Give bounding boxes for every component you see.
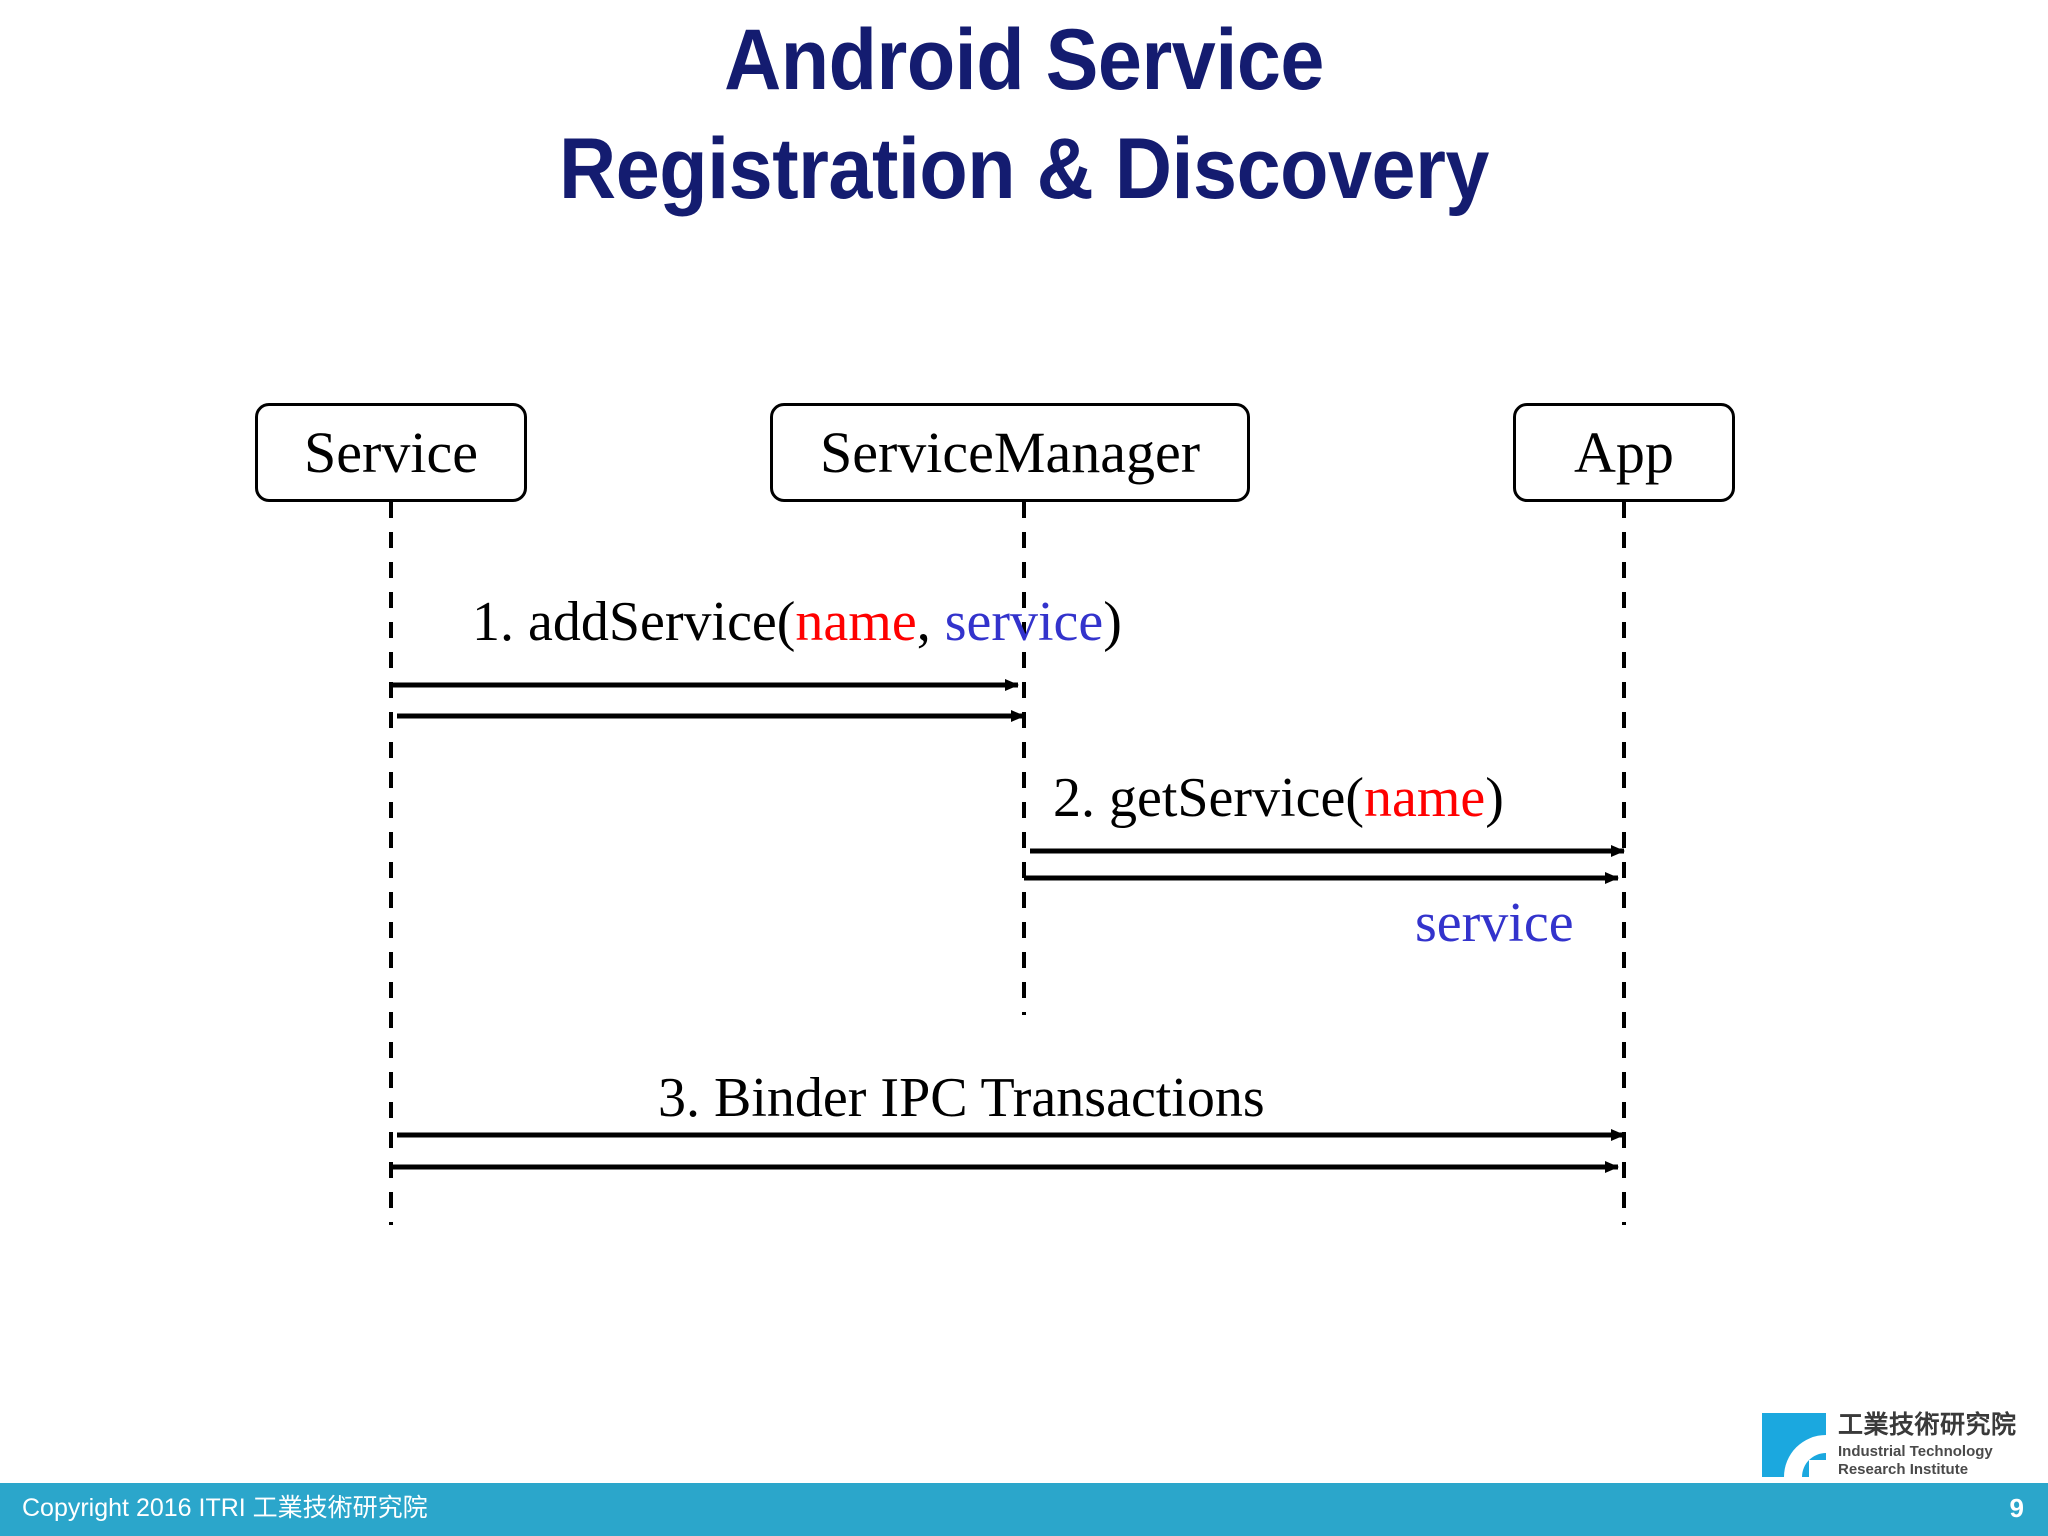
- itri-wordmark: 工業技術研究院 Industrial Technology Research I…: [1838, 1411, 2048, 1479]
- msg1-arg-name: name: [795, 591, 917, 653]
- msg1-prefix: 1. addService(: [472, 591, 796, 653]
- footer-bar: Copyright 2016 ITRI 工業技術研究院 9: [0, 1483, 2048, 1536]
- sequence-diagram-lines: [389, 502, 1626, 1225]
- participant-label-service: Service: [304, 419, 478, 485]
- page-title: Android Service Registration & Discovery: [559, 12, 1489, 218]
- participant-label-servicemanager: ServiceManager: [819, 419, 1201, 485]
- footer-copyright: Copyright 2016 ITRI 工業技術研究院: [22, 1494, 428, 1522]
- msg2-arg-name: name: [1363, 767, 1486, 829]
- message-caption-addservice: 1. addService(name, service): [472, 594, 1122, 650]
- participant-label-app: App: [1574, 419, 1674, 485]
- msg1-separator: ,: [916, 591, 945, 653]
- message-caption-binder-ipc: 3. Binder IPC Transactions: [658, 1067, 1265, 1129]
- itri-name-chinese: 工業技術研究院: [1838, 1410, 2017, 1439]
- message-caption-return-service: service: [1415, 892, 1574, 954]
- itri-logo-mark-icon: [1762, 1413, 1826, 1477]
- msg2-prefix: 2. getService(: [1053, 767, 1364, 829]
- participant-box-servicemanager[interactable]: ServiceManager: [770, 403, 1250, 502]
- itri-logo: 工業技術研究院 Industrial Technology Research I…: [1762, 1411, 2048, 1485]
- msg1-suffix: ): [1103, 591, 1122, 653]
- msg1-arg-service: service: [944, 591, 1104, 653]
- message-caption-getservice: 2. getService(name): [1053, 770, 1504, 826]
- msg2-suffix: ): [1485, 767, 1504, 829]
- itri-name-en-line2: Research Institute: [1838, 1460, 1969, 1478]
- sequence-diagram: Service ServiceManager App 1. addService…: [255, 403, 1735, 1225]
- participant-box-service[interactable]: Service: [255, 403, 527, 502]
- page-number: 9: [2009, 1493, 2024, 1523]
- itri-name-en-line1: Industrial Technology: [1838, 1442, 1993, 1460]
- participant-box-app[interactable]: App: [1513, 403, 1735, 502]
